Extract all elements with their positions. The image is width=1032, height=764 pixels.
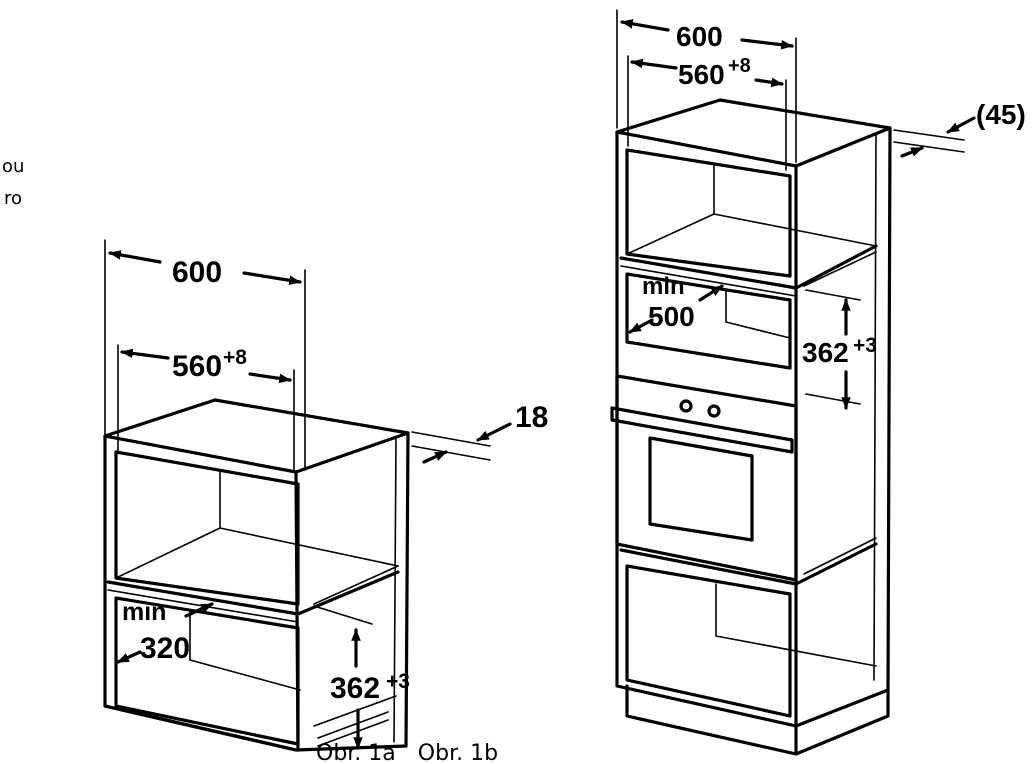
dim-45-arrow-bottom [900,146,924,158]
dim-320-arrow [116,650,142,664]
label-18-1a: 18 [515,401,548,434]
label-560-1a: 560 [172,350,222,383]
label-45-1b: (45) [976,99,1026,130]
label-500-1b: 500 [648,301,695,332]
dim-600-arrow-left-1a [108,250,162,264]
dim-560-arrow-left-1b [630,58,678,70]
dim-560-arrow-right-1b [754,77,784,88]
label-362-tol-1b: +3 [853,334,877,357]
dim-18-arrow-top [476,422,512,442]
label-600-1a: 600 [172,256,222,289]
label-362-1b: 362 [802,337,849,368]
caption-1b: Obr. 1b [418,741,498,764]
dim-560-arrow-left-1a [120,348,170,360]
dim-min-arrow-1a [184,602,214,618]
label-362-tol-1a: +3 [386,670,410,693]
label-560-tol-1b: +8 [728,55,751,77]
dim-500-arrow [628,318,654,334]
label-320-1a: 320 [140,632,190,665]
figure-1b-dimensions [616,9,976,410]
dim-45-arrow-top [946,116,976,134]
label-min-1a: min [122,598,166,626]
figure-1b-labels: 600 560 +8 (45) min 500 362 +3 Obr. 1b [418,21,1026,764]
dim-600-arrow-right-1b [740,38,794,50]
label-min-1b: min [642,273,685,300]
label-560-1b: 560 [678,59,725,90]
figure-1a-dimensions [104,239,512,750]
figure-1a-cabinet [103,398,410,752]
dim-560-arrow-right-1a [248,372,292,384]
label-600-1b: 600 [676,21,723,52]
dim-min-arrow-1b [698,284,724,302]
figure-1a-labels: 600 560 +8 18 min 320 362 +3 Obr. 1a [122,256,548,764]
figure-1b-cabinet [610,98,892,756]
text-fragment-1: ou [2,156,24,177]
label-560-tol-1a: +8 [223,346,247,369]
dim-600-arrow-right-1a [242,271,302,286]
caption-1a: Obr. 1a [316,741,396,764]
text-fragment-2: ro [4,188,22,209]
dim-18-arrow-bottom [422,450,448,464]
label-362-1a: 362 [330,672,380,705]
dim-600-arrow-left-1b [620,19,670,32]
